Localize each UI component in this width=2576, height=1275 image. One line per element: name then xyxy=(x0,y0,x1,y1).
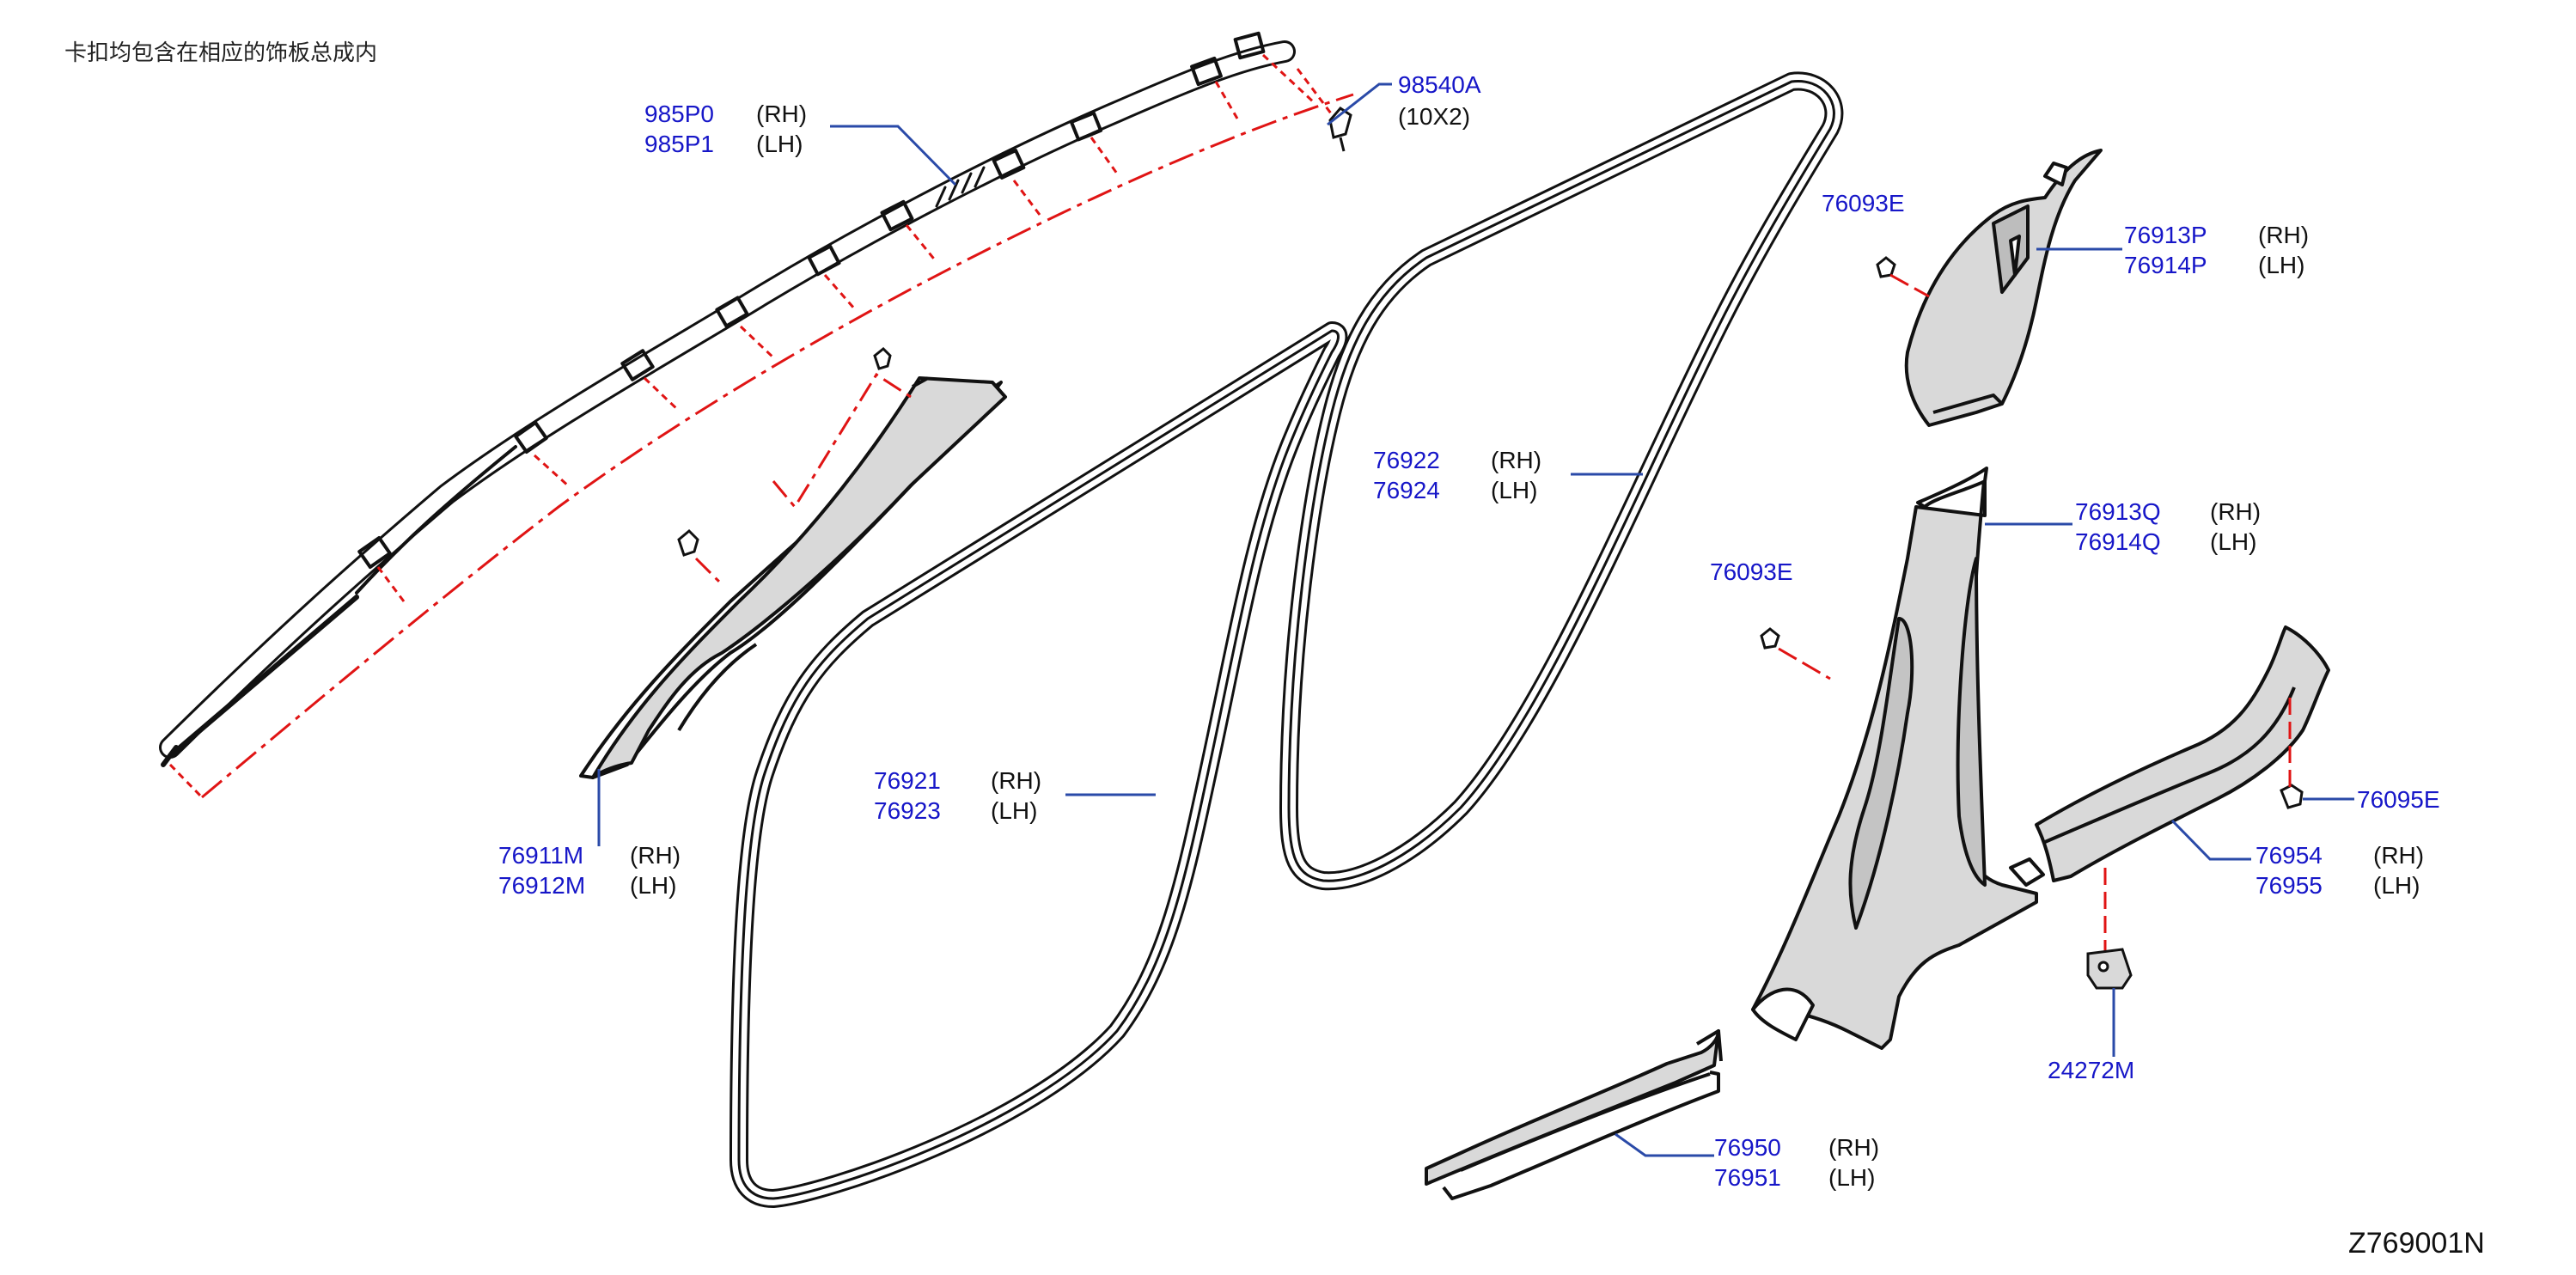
bracket-pn: 24272M xyxy=(2048,1057,2134,1083)
a-pillar-garnish[interactable] xyxy=(579,376,1007,779)
clip-sill-pn: 76095E xyxy=(2357,786,2440,813)
sill-front-side-rh: (RH) xyxy=(1828,1134,1879,1161)
screw-qty: (10X2) xyxy=(1398,103,1470,130)
bracket[interactable] xyxy=(2086,948,2133,990)
weatherstrip-front-pn-lh: 76923 xyxy=(874,797,941,824)
front-sill-plate[interactable] xyxy=(1425,1029,1723,1200)
a-pillar-centerline xyxy=(694,372,912,586)
weatherstrip-front-side-rh: (RH) xyxy=(991,767,1041,794)
upper-pillar-centerline xyxy=(1889,273,1930,298)
pillar-lower-pn-rh: 76913Q xyxy=(2075,498,2161,525)
lower-pillar-garnish[interactable] xyxy=(1751,467,2045,1050)
clip-upper-pn: 76093E xyxy=(1822,190,1905,217)
sill-rear-pn-lh: 76955 xyxy=(2256,872,2323,899)
a-pillar-pn-rh: 76911M xyxy=(498,842,583,869)
lower-pillar-clip xyxy=(1760,627,1780,650)
airbag-side-lh: (LH) xyxy=(756,131,803,157)
sill-centerline xyxy=(2103,698,2292,954)
airbag-centerline-ticks xyxy=(168,53,1338,799)
airbag-side-rh: (RH) xyxy=(756,101,807,127)
pillar-upper-side-lh: (LH) xyxy=(2258,252,2304,278)
sill-rear-side-rh: (RH) xyxy=(2373,842,2424,869)
sill-front-pn-lh: 76951 xyxy=(1714,1164,1781,1191)
pillar-upper-side-rh: (RH) xyxy=(2258,222,2309,248)
curtain-airbag[interactable] xyxy=(159,31,1296,767)
pillar-upper-pn-rh: 76913P xyxy=(2124,222,2207,248)
sill-front-pn-rh: 76950 xyxy=(1714,1134,1781,1161)
pillar-lower-pn-lh: 76914Q xyxy=(2075,528,2161,555)
rear-sill-plate[interactable] xyxy=(2035,625,2330,882)
weatherstrip-rear-pn-rh: 76922 xyxy=(1373,447,1440,473)
a-pillar-clip xyxy=(677,346,892,557)
sill-rear-pn-rh: 76954 xyxy=(2256,842,2323,869)
pillar-lower-side-lh: (LH) xyxy=(2210,528,2256,555)
diagram-code: Z769001N xyxy=(2348,1227,2485,1260)
pillar-upper-pn-lh: 76914P xyxy=(2124,252,2207,278)
airbag-pn-lh: 985P1 xyxy=(644,131,714,157)
a-pillar-side-lh: (LH) xyxy=(630,872,676,899)
airbag-pn-rh: 985P0 xyxy=(644,101,714,127)
upper-pillar-garnish[interactable] xyxy=(1904,149,2103,427)
pillar-lower-side-rh: (RH) xyxy=(2210,498,2261,525)
screw[interactable] xyxy=(1328,107,1352,152)
weatherstrip-front-side-lh: (LH) xyxy=(991,797,1037,824)
rear-weatherstrip[interactable] xyxy=(1279,71,1844,891)
clip-lower-pn: 76093E xyxy=(1710,558,1793,585)
airbag-centerline xyxy=(201,93,1354,799)
lower-pillar-centerline xyxy=(1778,647,1831,680)
upper-pillar-clip xyxy=(1876,256,1896,278)
weatherstrip-rear-side-rh: (RH) xyxy=(1491,447,1541,473)
screw-pn: 98540A xyxy=(1398,71,1481,98)
header-note: 卡扣均包含在相应的饰板总成内 xyxy=(64,40,377,66)
front-weatherstrip[interactable] xyxy=(729,321,1348,1208)
a-pillar-pn-lh: 76912M xyxy=(498,872,585,899)
sill-rear-side-lh: (LH) xyxy=(2373,872,2420,899)
weatherstrip-rear-side-lh: (LH) xyxy=(1491,477,1537,503)
a-pillar-side-rh: (RH) xyxy=(630,842,681,869)
leader-lines xyxy=(597,82,2354,1157)
weatherstrip-front-pn-rh: 76921 xyxy=(874,767,941,794)
sill-clip xyxy=(2280,784,2304,809)
weatherstrip-rear-pn-lh: 76924 xyxy=(1373,477,1440,503)
sill-front-side-lh: (LH) xyxy=(1828,1164,1875,1191)
